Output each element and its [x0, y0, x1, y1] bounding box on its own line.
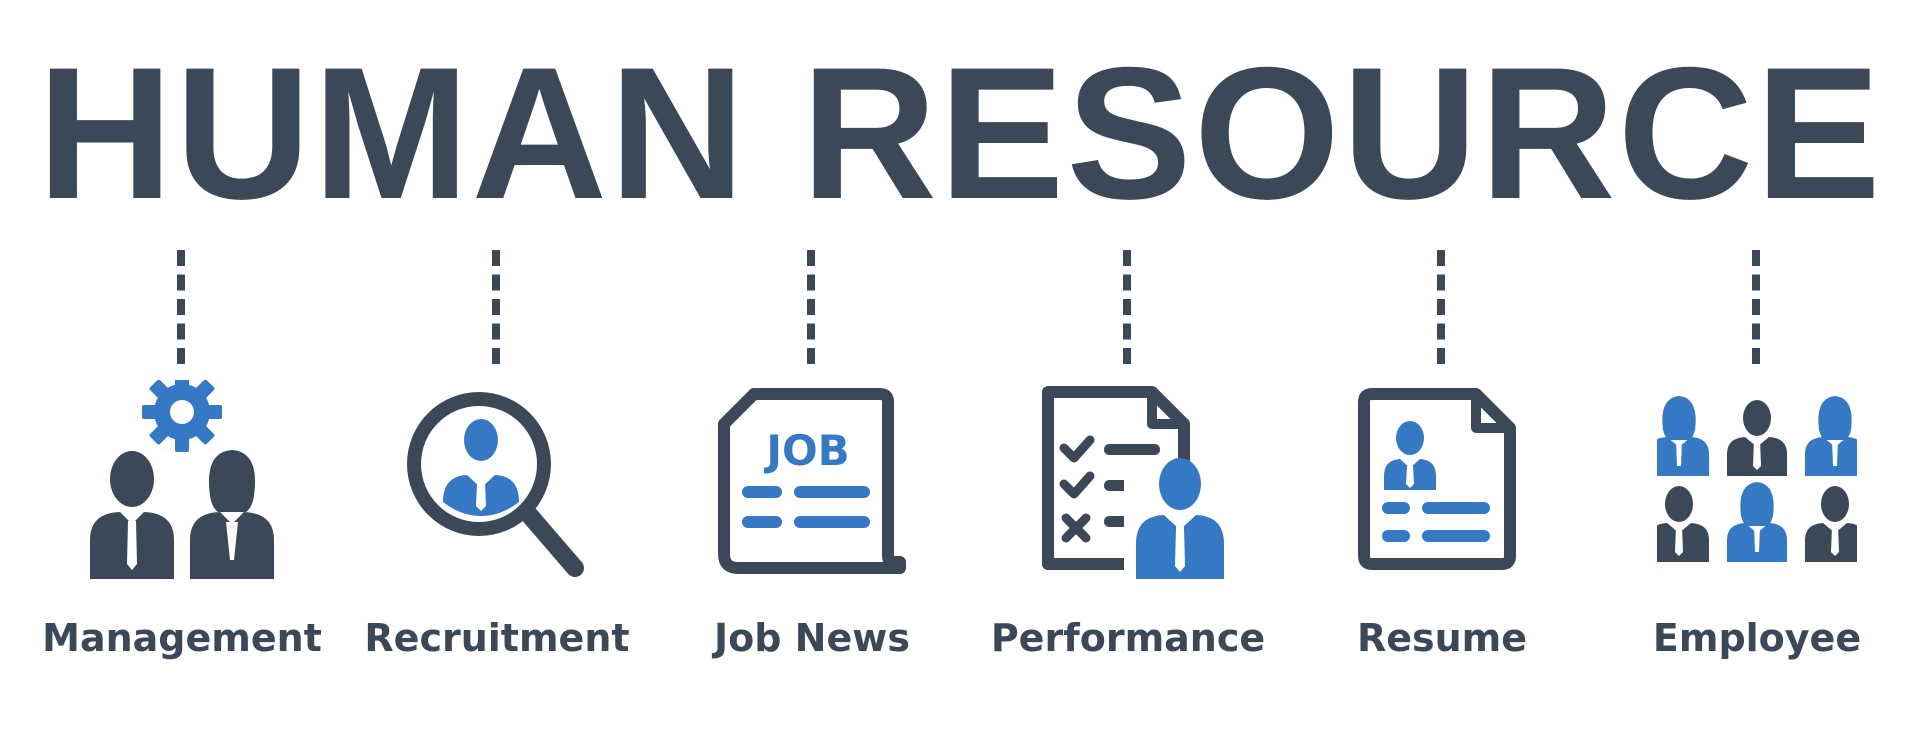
item-label: Management [42, 616, 322, 660]
item-management: Management [32, 240, 332, 680]
dashed-connector [492, 250, 500, 364]
dashed-connector [807, 250, 815, 364]
job-news-icon: JOB [712, 380, 912, 580]
item-employee: Employee [1607, 240, 1907, 680]
recruitment-icon [397, 380, 597, 580]
item-performance: Performance [978, 240, 1278, 680]
page-title: HUMAN RESOURCE [37, 28, 1883, 238]
resume-icon [1342, 380, 1542, 580]
item-label: Job News [714, 616, 910, 660]
management-icon [82, 380, 282, 580]
dashed-connector [1437, 250, 1445, 364]
item-resume: Resume [1292, 240, 1592, 680]
dashed-connector [1752, 250, 1760, 364]
dashed-connector [1123, 250, 1131, 364]
job-badge-text: JOB [763, 426, 849, 475]
dashed-connector [177, 250, 185, 364]
employee-icon [1657, 380, 1857, 580]
item-recruitment: Recruitment [347, 240, 647, 680]
item-label: Performance [990, 616, 1266, 660]
item-label: Employee [1652, 616, 1862, 660]
performance-icon [1028, 380, 1228, 580]
item-label: Resume [1356, 616, 1528, 660]
item-job-news: JOB Job News [662, 240, 962, 680]
item-label: Recruitment [364, 616, 630, 660]
